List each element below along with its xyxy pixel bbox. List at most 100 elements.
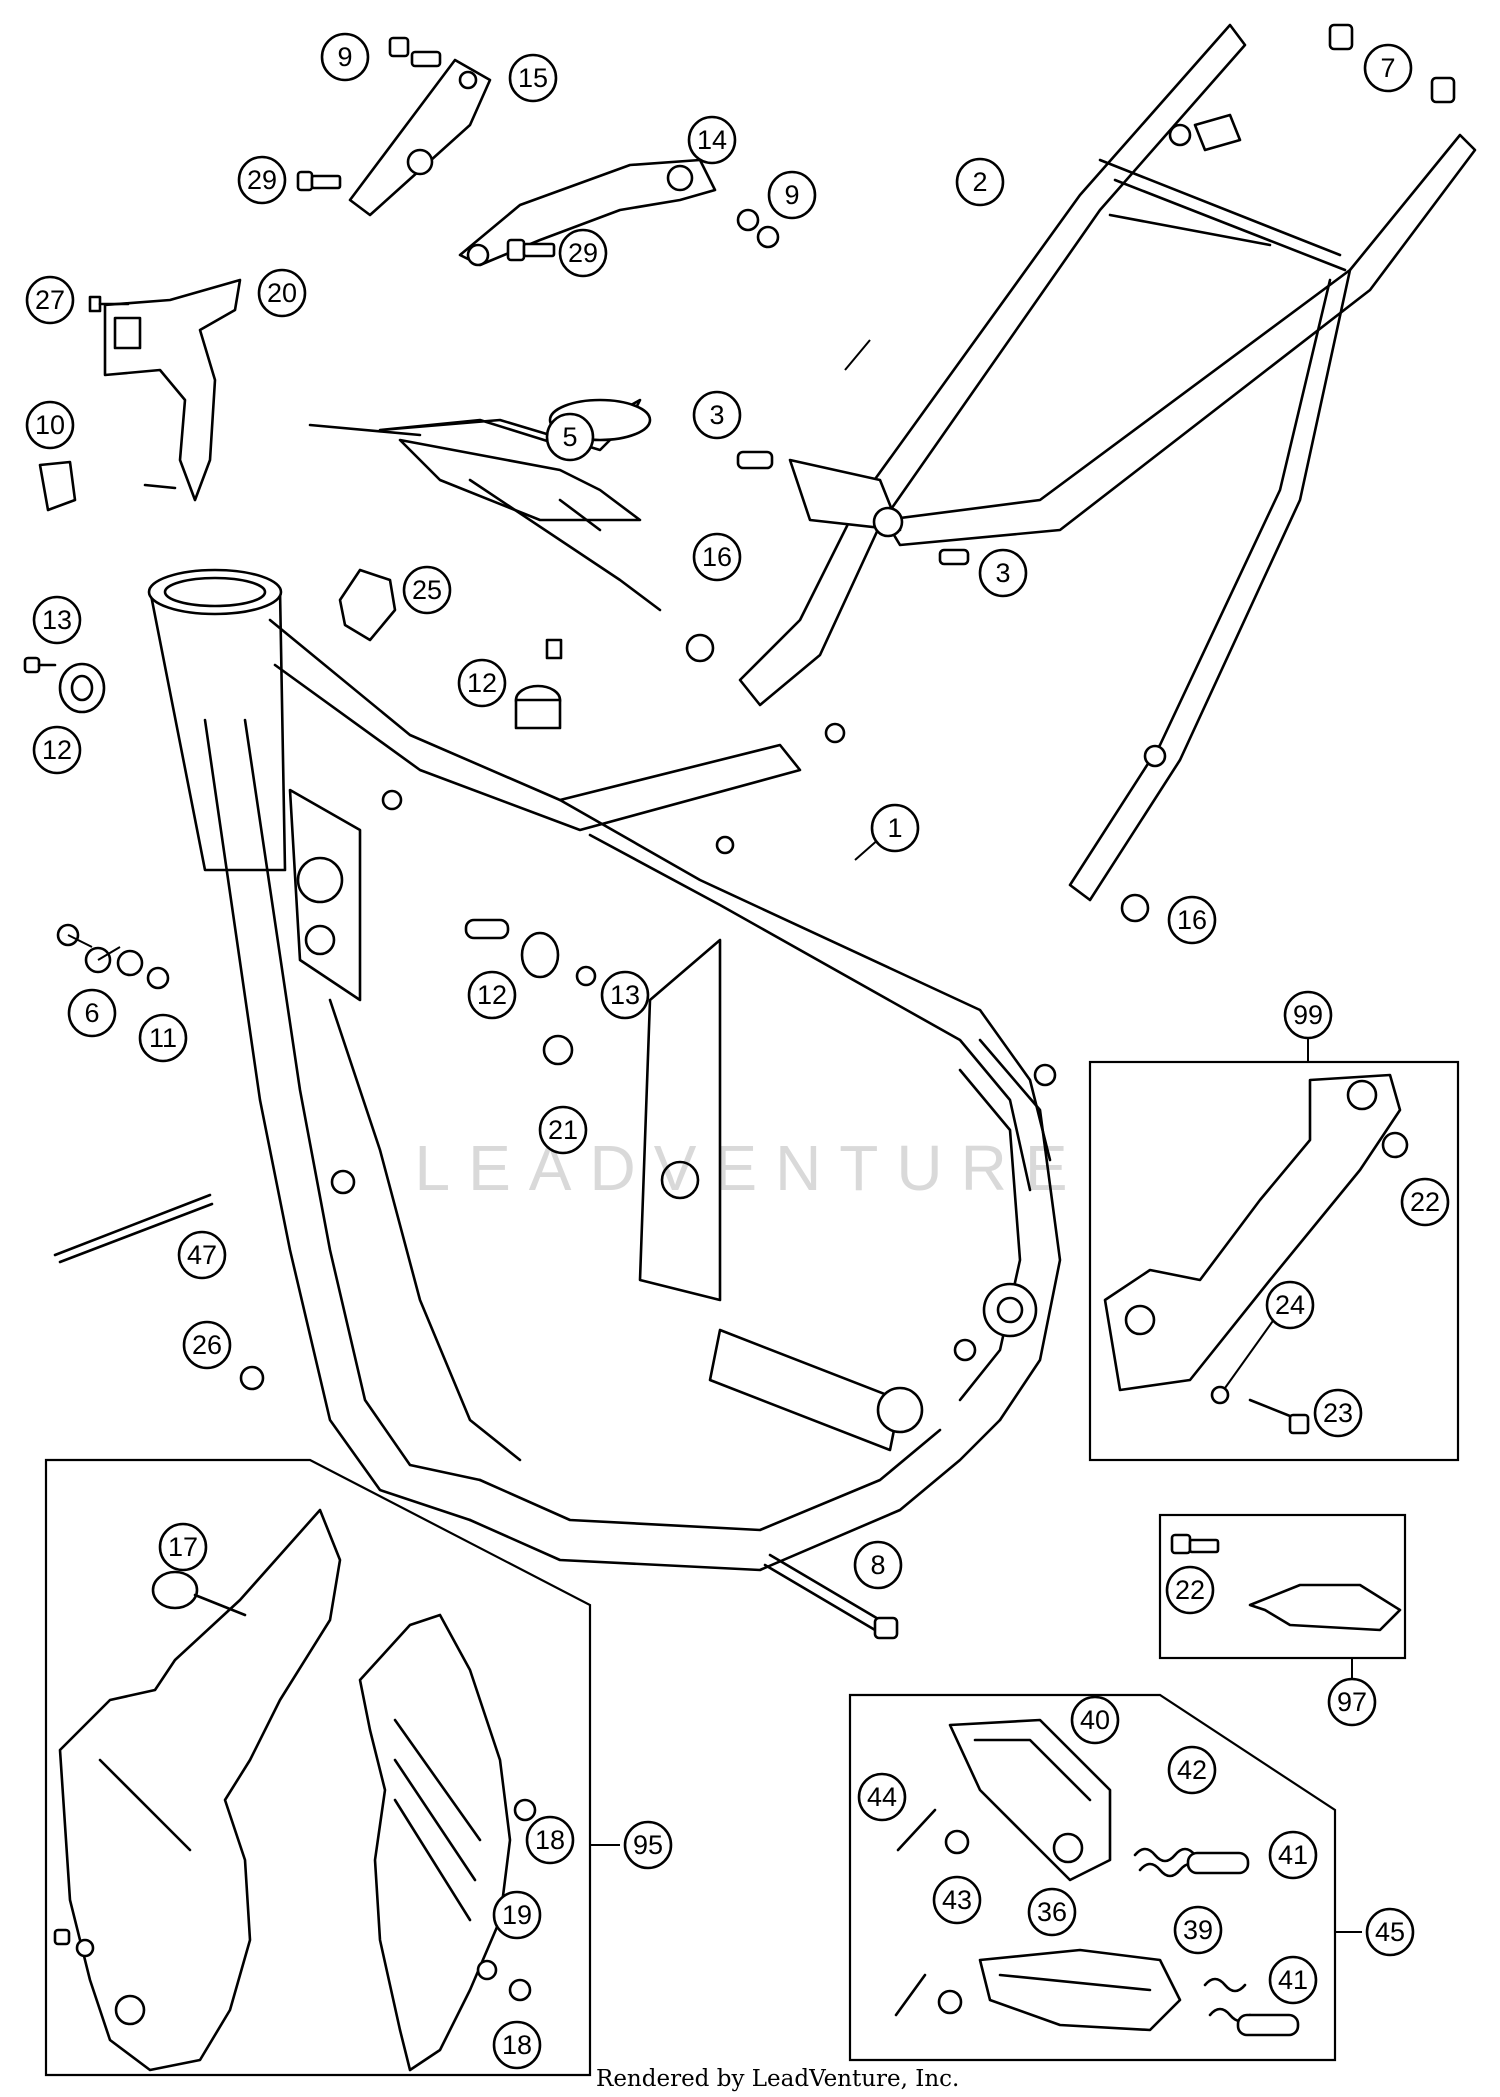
svg-text:97: 97 bbox=[1337, 1687, 1367, 1717]
callout-47: 47 bbox=[177, 1230, 227, 1280]
callout-22a: 22 bbox=[1400, 1177, 1450, 1227]
svg-text:41: 41 bbox=[1278, 1840, 1308, 1870]
callout-9a: 9 bbox=[320, 32, 370, 82]
hose-47-icon bbox=[53, 1193, 214, 1264]
svg-text:12: 12 bbox=[477, 980, 507, 1010]
washer-6-icon bbox=[56, 923, 170, 990]
pin-43-icon bbox=[894, 1973, 963, 2017]
callout-19: 19 bbox=[492, 1890, 542, 1940]
svg-text:22: 22 bbox=[1410, 1187, 1440, 1217]
callout-45: 45 bbox=[1365, 1907, 1415, 1957]
svg-text:22: 22 bbox=[1175, 1575, 1205, 1605]
bolt-3b-icon bbox=[938, 548, 970, 566]
bolt-16a-icon bbox=[685, 633, 715, 663]
callout-44: 44 bbox=[857, 1772, 907, 1822]
callout-21: 21 bbox=[538, 1105, 588, 1155]
callout-1: 1 bbox=[870, 803, 920, 853]
bolt-9a-icon bbox=[388, 36, 442, 68]
subframe-icon bbox=[738, 23, 1477, 902]
svg-text:9: 9 bbox=[784, 180, 799, 210]
callout-12a: 12 bbox=[32, 725, 82, 775]
callout-9b: 9 bbox=[767, 170, 817, 220]
screw-icon bbox=[143, 483, 177, 490]
nut-26-icon bbox=[239, 1365, 265, 1391]
nut-18a-icon bbox=[513, 1798, 537, 1822]
svg-text:95: 95 bbox=[633, 1830, 663, 1860]
callout-42: 42 bbox=[1167, 1745, 1217, 1795]
callout-5: 5 bbox=[545, 412, 595, 462]
washer-24-icon bbox=[1210, 1385, 1230, 1405]
bracket-20-icon bbox=[103, 278, 242, 502]
svg-text:17: 17 bbox=[168, 1532, 198, 1562]
callout-3b: 3 bbox=[978, 548, 1028, 598]
bushing-12c-icon bbox=[464, 918, 560, 979]
main-frame-icon bbox=[147, 568, 1062, 1572]
callout-22b: 22 bbox=[1165, 1565, 1215, 1615]
nut-18b-icon bbox=[508, 1978, 532, 2002]
callout-2: 2 bbox=[955, 157, 1005, 207]
svg-text:3: 3 bbox=[709, 400, 724, 430]
callout-25: 25 bbox=[402, 565, 452, 615]
nut-22a-icon bbox=[1381, 1131, 1409, 1159]
callout-26: 26 bbox=[182, 1320, 232, 1370]
svg-text:20: 20 bbox=[267, 278, 297, 308]
svg-text:6: 6 bbox=[84, 998, 99, 1028]
svg-text:12: 12 bbox=[42, 735, 72, 765]
svg-text:16: 16 bbox=[702, 542, 732, 572]
watermark: LEADVENTURE bbox=[415, 1132, 1086, 1204]
bolt-29b-icon bbox=[506, 238, 556, 262]
svg-text:43: 43 bbox=[942, 1885, 972, 1915]
bolt-22b-icon bbox=[1170, 1533, 1220, 1555]
clip-21-icon bbox=[542, 1034, 574, 1066]
callout-39: 39 bbox=[1173, 1905, 1223, 1955]
bushing-12a-icon bbox=[58, 662, 106, 714]
callout-41a: 41 bbox=[1268, 1830, 1318, 1880]
footpeg-40-icon bbox=[948, 1718, 1112, 1882]
svg-text:8: 8 bbox=[870, 1550, 885, 1580]
callout-97: 97 bbox=[1327, 1677, 1377, 1727]
svg-text:16: 16 bbox=[1177, 905, 1207, 935]
callout-8: 8 bbox=[853, 1540, 903, 1590]
callout-29a: 29 bbox=[237, 155, 287, 205]
svg-text:10: 10 bbox=[35, 410, 65, 440]
bolt-13a-icon bbox=[23, 656, 57, 674]
washer-19-icon bbox=[476, 1959, 498, 1981]
pin-44-icon bbox=[896, 1808, 970, 1855]
callout-10: 10 bbox=[25, 400, 75, 450]
svg-text:19: 19 bbox=[502, 1900, 532, 1930]
assembly-box-97 bbox=[1158, 1513, 1407, 1660]
bracket-15-icon bbox=[348, 58, 492, 217]
bolt-16b-icon bbox=[1120, 893, 1150, 923]
svg-text:2: 2 bbox=[972, 167, 987, 197]
callout-18a: 18 bbox=[525, 1815, 575, 1865]
credit-text: Rendered by LeadVenture, Inc. bbox=[596, 2066, 960, 2092]
callout-24: 24 bbox=[1265, 1280, 1315, 1330]
callout-29b: 29 bbox=[558, 228, 608, 278]
bolt-23-icon bbox=[1248, 1398, 1310, 1435]
callout-27: 27 bbox=[25, 275, 75, 325]
svg-text:45: 45 bbox=[1375, 1917, 1405, 1947]
svg-text:21: 21 bbox=[548, 1115, 578, 1145]
callout-12c: 12 bbox=[467, 970, 517, 1020]
chain-guide-99-icon bbox=[1103, 1073, 1402, 1392]
bolt-29a-icon bbox=[296, 170, 342, 192]
bracket-14-icon bbox=[458, 158, 717, 267]
callout-23: 23 bbox=[1313, 1388, 1363, 1438]
callout-36: 36 bbox=[1027, 1887, 1077, 1937]
svg-text:23: 23 bbox=[1323, 1398, 1353, 1428]
svg-text:99: 99 bbox=[1293, 1000, 1323, 1030]
svg-text:5: 5 bbox=[562, 422, 577, 452]
callout-20: 20 bbox=[257, 268, 307, 318]
callout-13a: 13 bbox=[32, 595, 82, 645]
frame-guard-right-icon bbox=[358, 1613, 512, 2072]
callout-7: 7 bbox=[1363, 43, 1413, 93]
chain-guide-97-icon bbox=[1248, 1583, 1402, 1632]
svg-text:41: 41 bbox=[1278, 1965, 1308, 1995]
callout-41b: 41 bbox=[1268, 1955, 1318, 2005]
svg-text:39: 39 bbox=[1183, 1915, 1213, 1945]
callout-99: 99 bbox=[1283, 990, 1333, 1040]
svg-text:13: 13 bbox=[42, 605, 72, 635]
clip-7-icon bbox=[1328, 23, 1456, 104]
callout-6: 6 bbox=[67, 988, 117, 1038]
